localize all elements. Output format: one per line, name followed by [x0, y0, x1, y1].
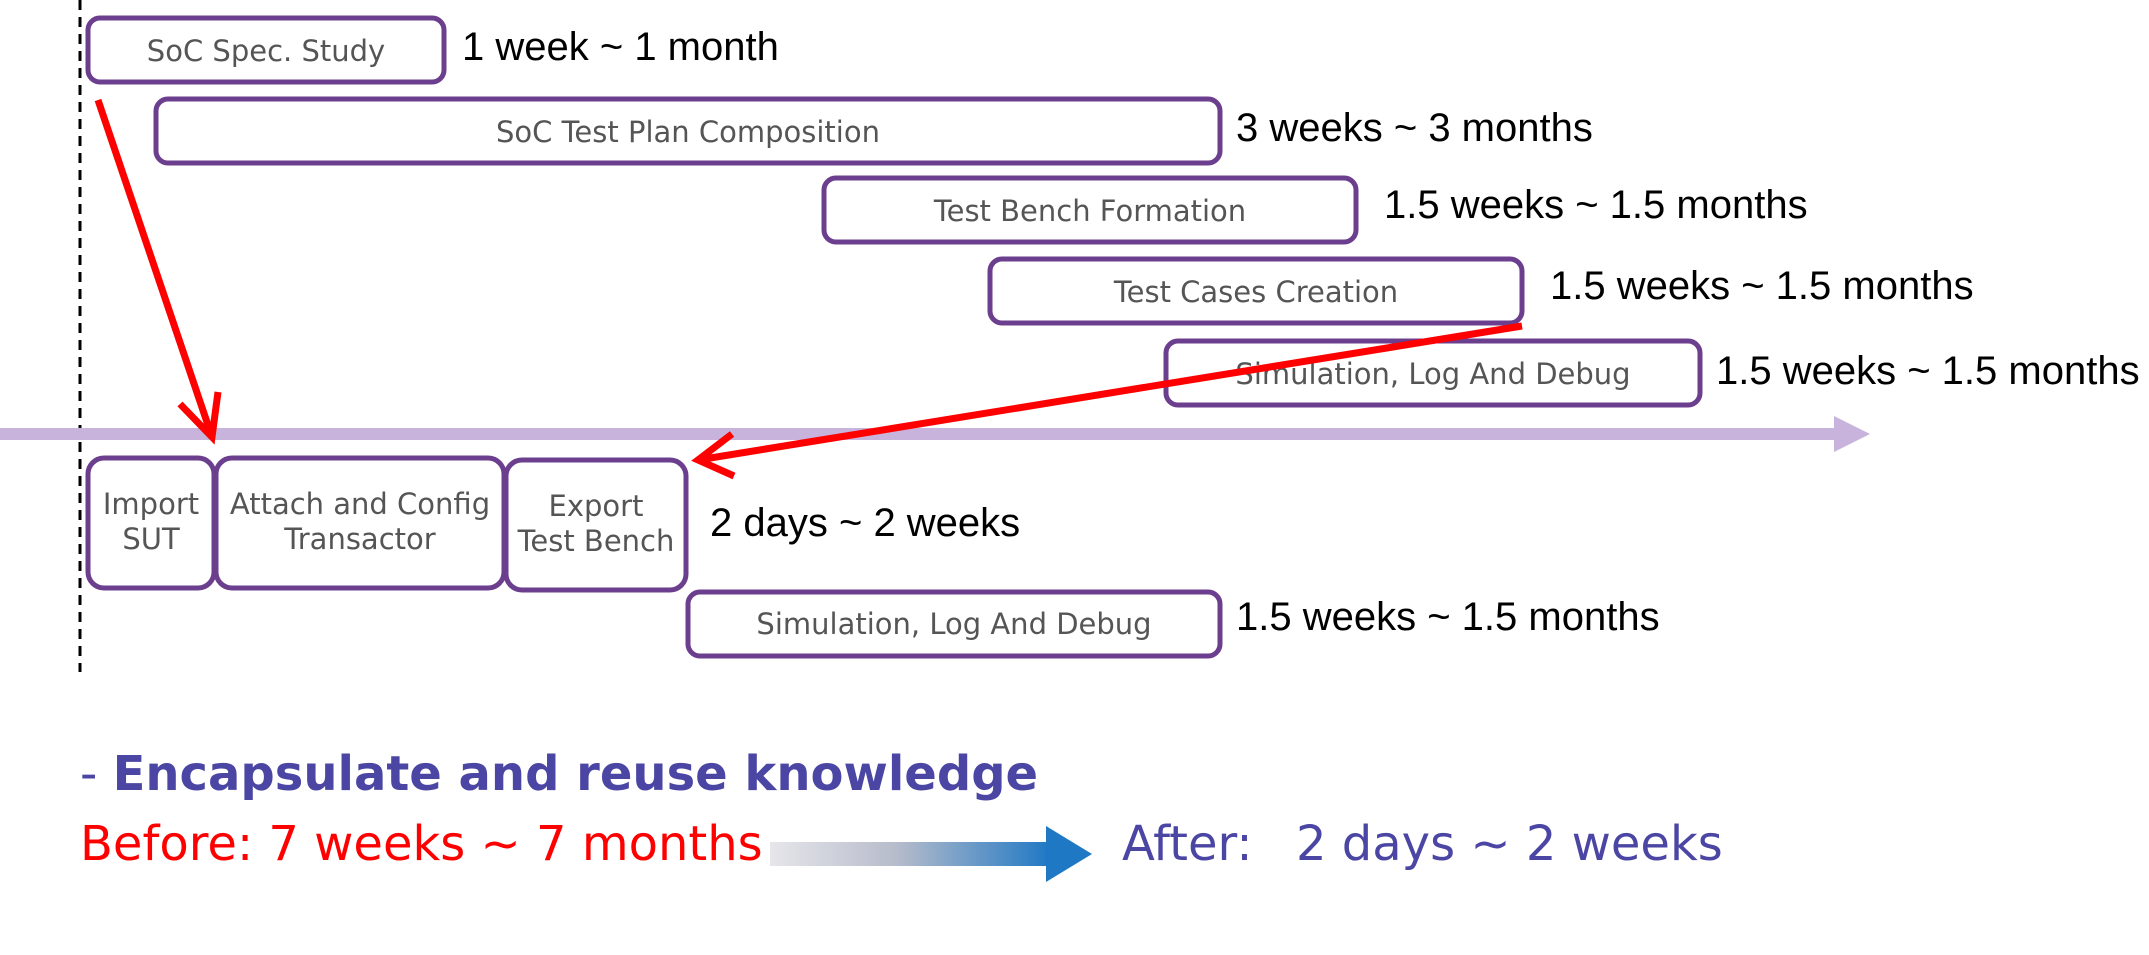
step-duration: 1.5 weeks ~ 1.5 months: [1384, 183, 1808, 227]
step-label: SoC Test Plan Composition: [496, 115, 880, 149]
step-label-line2: Transactor: [283, 522, 435, 556]
step-label-line1: Attach and Config: [230, 487, 490, 521]
before-step-test-bench: Test Bench Formation: [821, 175, 1359, 245]
step-label: Test Cases Creation: [1113, 275, 1398, 309]
after-summary-value: 2 days ~ 2 weeks: [1296, 816, 1723, 872]
step-duration: 1.5 weeks ~ 1.5 months: [1550, 264, 1974, 308]
after-step-export-bench: Export Test Bench: [503, 457, 689, 593]
before-step-test-cases: Test Cases Creation: [987, 256, 1525, 326]
step-duration: 1.5 weeks ~ 1.5 months: [1236, 595, 1660, 639]
red-arrow-cases-to-export: [691, 322, 1523, 480]
summary-dash: -: [80, 746, 113, 802]
step-duration: 1 week ~ 1 month: [462, 25, 779, 69]
step-label-line1: Import: [103, 487, 199, 521]
after-summary-prefix: After:: [1122, 816, 1253, 872]
step-label: Test Bench Formation: [933, 194, 1246, 228]
after-step-import-sut: Import SUT: [85, 455, 217, 591]
step-label-line2: Test Bench: [517, 524, 675, 558]
after-step-attach-config: Attach and Config Transactor: [213, 455, 507, 591]
step-label-line1: Export: [549, 489, 644, 523]
before-summary: Before: 7 weeks ~ 7 months: [80, 816, 763, 872]
timeline-arrowhead: [1834, 416, 1870, 452]
step-duration: 3 weeks ~ 3 months: [1236, 106, 1593, 150]
red-arrow-spec-to-import: [94, 98, 222, 445]
after-flow-duration: 2 days ~ 2 weeks: [710, 501, 1020, 545]
summary-headline: Encapsulate and reuse knowledge: [113, 746, 1039, 802]
step-label: SoC Spec. Study: [147, 34, 385, 68]
summary-headline-line: - Encapsulate and reuse knowledge: [80, 746, 1038, 802]
step-label-line2: SUT: [122, 522, 180, 556]
before-step-spec-study: SoC Spec. Study: [85, 15, 447, 85]
gradient-arrow: [770, 826, 1092, 882]
step-duration: 1.5 weeks ~ 1.5 months: [1716, 349, 2140, 393]
after-step-simulation: Simulation, Log And Debug: [685, 589, 1223, 659]
before-step-test-plan: SoC Test Plan Composition: [153, 96, 1223, 166]
step-label: Simulation, Log And Debug: [756, 607, 1151, 641]
